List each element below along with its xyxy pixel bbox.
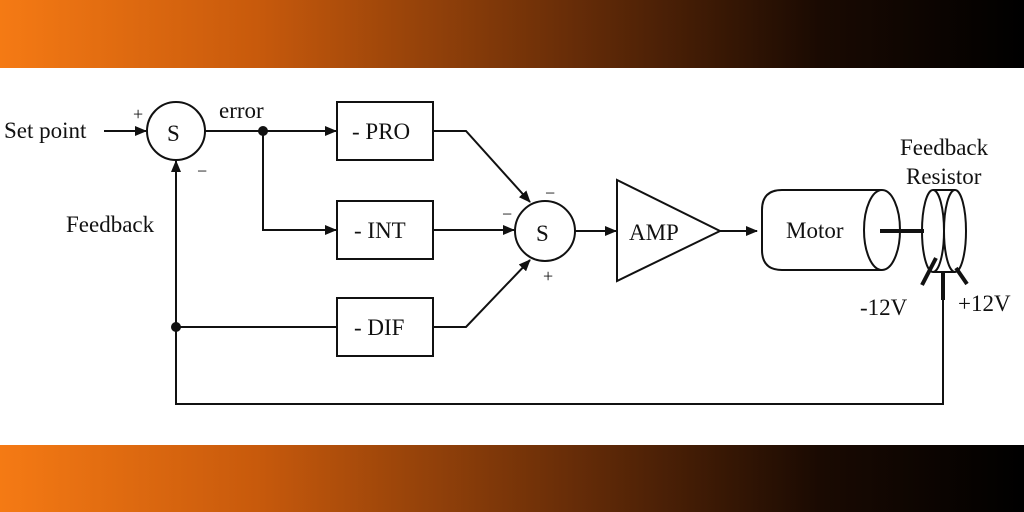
pro-output [433, 130, 531, 203]
int-branch [262, 131, 337, 235]
int-label: - INT [354, 218, 406, 243]
summing-junction-1: S + − [133, 101, 207, 181]
bottom-banner [0, 445, 1024, 512]
feedback-label: Feedback [66, 212, 155, 237]
sum2-minus-left: − [502, 204, 512, 224]
sum1-minus: − [197, 161, 207, 181]
pro-block: - PRO [336, 101, 434, 161]
motor-label: Motor [786, 218, 844, 243]
neg-voltage-label: -12V [860, 295, 908, 320]
feedback-loop [171, 160, 944, 405]
amp-block: AMP [616, 178, 723, 283]
dif-block: - DIF [336, 297, 434, 357]
set-point-label: Set point [4, 118, 87, 143]
pro-label: - PRO [352, 119, 410, 144]
sum1-plus: + [133, 104, 143, 124]
pos-voltage-label: +12V [958, 291, 1011, 316]
error-label: error [219, 98, 264, 123]
feedback-resistor-label-1: Feedback [900, 135, 989, 160]
feedback-resistor-label-2: Resistor [906, 164, 982, 189]
top-banner [0, 0, 1024, 68]
amp-label: AMP [629, 220, 679, 245]
sum1-label: S [167, 121, 180, 146]
dif-label: - DIF [354, 315, 404, 340]
sum2-label: S [536, 221, 549, 246]
summing-junction-2: S − − + [502, 183, 576, 286]
motor: Motor [761, 189, 901, 271]
dif-output [433, 259, 531, 328]
sum2-plus: + [543, 266, 553, 286]
feedback-resistor [920, 189, 969, 300]
int-block: - INT [336, 200, 434, 260]
sum2-minus-top: − [545, 183, 555, 203]
